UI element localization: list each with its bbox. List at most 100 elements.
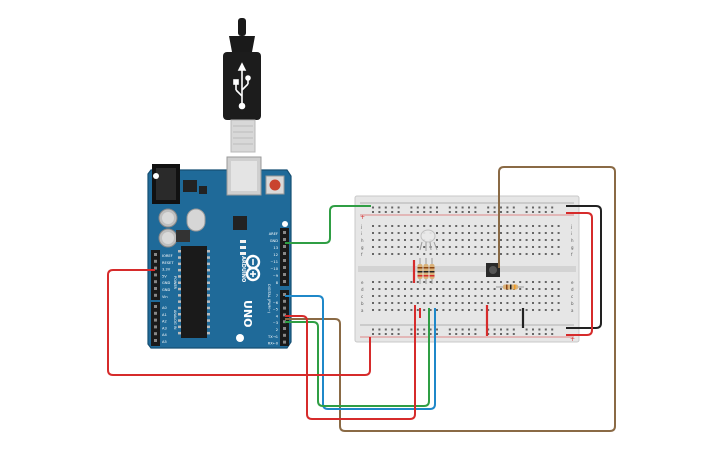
digital-header-bottom [280,290,289,346]
wire-red-led[interactable] [285,305,416,420]
header-pin[interactable] [283,252,286,255]
pin-label: A0 [162,306,167,310]
header-pin[interactable] [283,293,286,296]
pin-label: A2 [162,320,167,324]
wire-green-gnd[interactable] [285,205,371,244]
header-pin[interactable] [283,280,286,283]
resistor-2[interactable] [423,258,429,284]
usb-strain-relief [229,36,255,52]
header-pin[interactable] [283,259,286,262]
header-pin[interactable] [283,313,286,317]
arduino-brand-label: ARDUINO [240,256,246,282]
row-letter: j [360,224,362,229]
header-pin[interactable] [154,339,157,342]
header-pin[interactable] [283,340,286,344]
wire-red-rail[interactable] [566,212,593,336]
wire-blue-led[interactable] [285,295,436,410]
header-pin[interactable] [154,293,157,297]
digital-pwm-label: DIGITAL (PWM~) [267,284,271,314]
pin-label: 2 [276,328,278,332]
header-pin[interactable] [283,299,286,303]
breadboard-holes [372,206,560,335]
pin-label: 8 [276,281,279,285]
pin-label: 7 [276,294,278,298]
row-letter: a [361,308,364,313]
wire-brown-button[interactable] [285,166,616,432]
header-pin[interactable] [154,273,157,277]
digital-header-top [280,228,289,286]
header-pin[interactable] [154,259,157,263]
analog-in-label: ANALOG IN [173,310,177,330]
row-letter: d [571,287,574,292]
row-letter: b [361,301,364,306]
pin-label: GND [162,288,170,292]
pin-label: RESET [162,261,174,265]
header-pin[interactable] [154,311,157,315]
header-pin[interactable] [283,231,286,234]
power-section-label: POWER [173,276,177,290]
header-pin[interactable] [154,332,157,336]
pin-label: RX←0 [268,342,279,346]
usb-chip [233,216,247,230]
row-letter: b [571,301,574,306]
pin-label: 4 [276,314,279,318]
pin-label: ~11 [270,260,278,264]
pin-label: ~10 [270,267,278,271]
usb-cable-cord [238,18,246,36]
resistor-1[interactable] [417,258,423,284]
header-pin[interactable] [154,287,157,290]
resistor-3[interactable] [429,258,435,284]
pin-label: 13 [273,246,278,250]
pin-label: ~3 [273,321,278,325]
row-letter: f [361,252,363,257]
capacitor-1 [158,208,178,228]
wire-green-led[interactable] [285,308,430,407]
header-pin[interactable] [154,318,157,322]
row-letter: f [571,252,573,257]
header-pin[interactable] [283,327,286,330]
power-header [151,250,160,300]
resistor-4[interactable] [496,284,524,290]
pin-label: ~9 [273,274,279,278]
pin-label: 12 [273,253,278,257]
header-pin[interactable] [283,238,286,241]
header-pin[interactable] [154,266,157,270]
pin-label: ~5 [273,308,278,312]
header-pin[interactable] [283,306,286,310]
pin-label: 3.3V [162,268,171,272]
analog-header [151,302,160,346]
header-pin[interactable] [283,320,286,324]
pin-label: A1 [162,313,167,317]
header-pin[interactable] [283,245,286,248]
led-tx [240,246,246,249]
wire-red-5v[interactable] [107,269,371,376]
header-pin[interactable] [154,280,157,284]
header-pin[interactable] [154,253,157,256]
mounting-hole [236,334,244,342]
header-pin[interactable] [283,333,286,337]
row-letter: a [571,308,574,313]
pin-label: TX→1 [267,335,278,339]
crystal-oscillator [186,208,206,232]
header-pin[interactable] [154,325,157,329]
pin-label: AREF [269,232,278,236]
rgb-led[interactable] [419,229,438,251]
usb-cable[interactable] [223,18,261,153]
row-letter: g [361,245,364,250]
reset-button[interactable] [265,175,285,195]
wires[interactable] [107,166,616,432]
header-pin[interactable] [154,305,157,308]
pin-label: A3 [162,326,167,330]
pin-label: GND [270,239,278,243]
rail-plus-symbol: + [360,214,365,221]
pin-label: IOREF [162,254,173,258]
row-letter: c [571,294,573,299]
led-rx [240,252,246,255]
push-button[interactable] [486,263,500,277]
header-pin[interactable] [283,266,286,269]
wire-black-rail[interactable] [566,205,602,329]
header-pin[interactable] [283,273,286,276]
